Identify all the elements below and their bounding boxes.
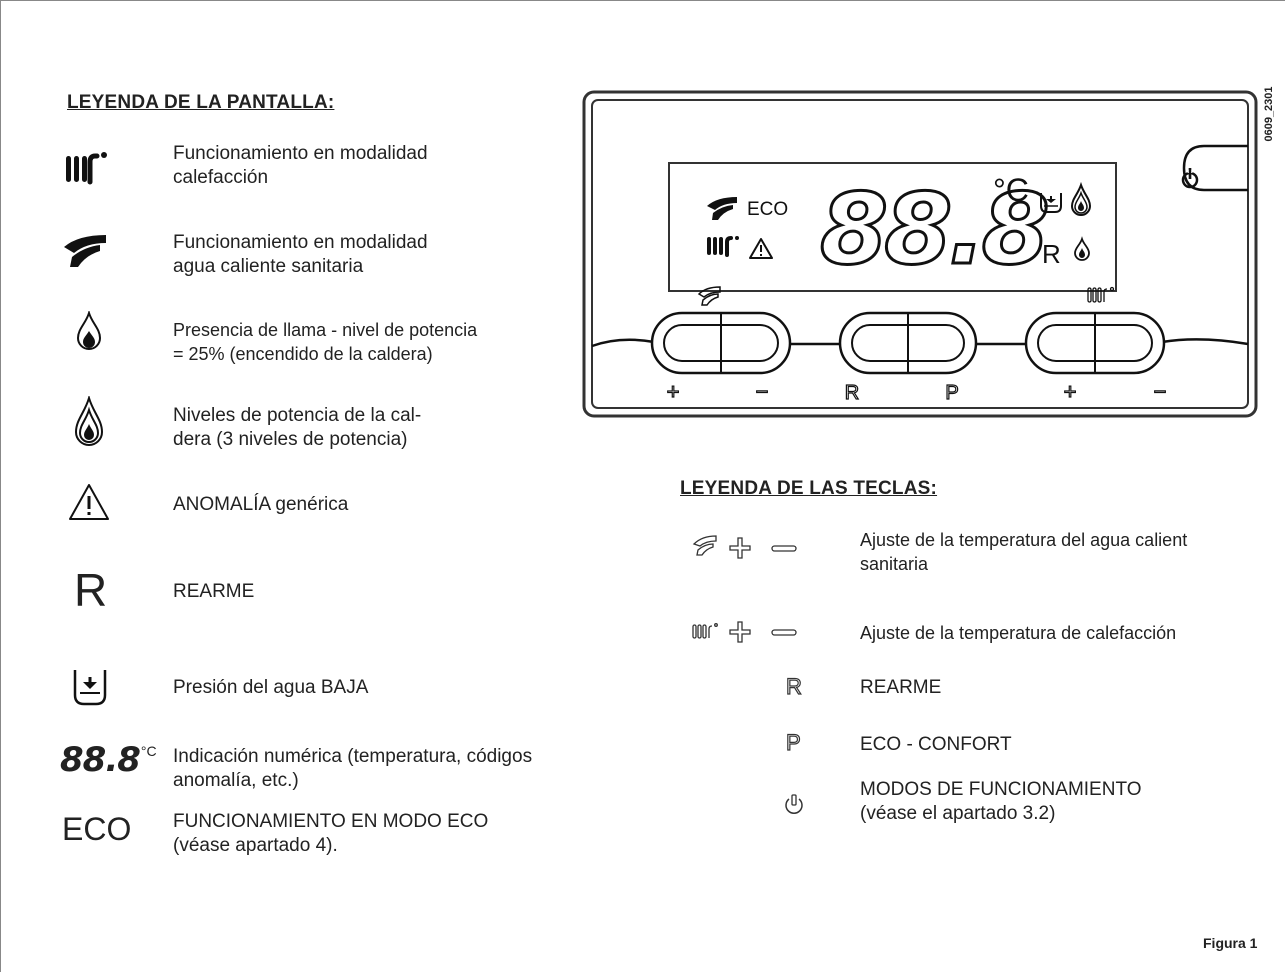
keys-text-modes: MODOS DE FUNCIONAMIENTO (véase el aparta… <box>860 779 1142 824</box>
power-icon <box>785 794 803 814</box>
legend-text-heating: Funcionamiento en modalidad calefacción <box>173 143 428 188</box>
control-panel-illustration: ECO 88.8 °C R <box>582 90 1258 418</box>
panel-curve-left <box>591 338 655 348</box>
legend-text-anomaly: ANOMALÍA genérica <box>173 494 349 515</box>
lcd-flame-small-icon <box>1074 236 1090 261</box>
warning-icon <box>69 484 109 520</box>
lcd-radiator-icon <box>707 236 739 257</box>
keys-text-dhw: Ajuste de la temperatura del agua calien… <box>860 530 1188 574</box>
legend-text-flame-levels: Niveles de potencia de la cal- dera (3 n… <box>173 405 422 450</box>
radiator-plus-minus-icon <box>692 621 797 643</box>
segment-digits-icon: 88.8 °C <box>60 740 157 780</box>
lcd-flame-levels-icon <box>1070 181 1092 216</box>
legend-text-water-pressure: Presión del agua BAJA <box>173 677 369 698</box>
radiator-icon <box>66 152 107 185</box>
radiator-outline-icon <box>1087 286 1115 303</box>
lcd-water-pressure-icon <box>1040 193 1062 213</box>
lcd-warning-icon <box>749 238 773 259</box>
label-heat-plus: + <box>1064 379 1077 404</box>
label-heat-minus: − <box>1154 379 1167 404</box>
reset-r-icon: R <box>74 564 108 616</box>
button-heating[interactable] <box>1024 311 1166 375</box>
figure-caption: Figura 1 <box>1203 935 1258 951</box>
lcd-digits: 88.8 <box>820 173 1047 287</box>
keys-text-reset: REARME <box>860 677 942 698</box>
tap-outline-icon <box>697 286 721 306</box>
keys-legend-heading: LEYENDA DE LAS TECLAS: <box>680 478 938 499</box>
panel-inner-frame <box>591 99 1249 409</box>
legend-text-reset: REARME <box>173 581 255 602</box>
label-dhw-minus: − <box>756 379 769 404</box>
panel-curve-right <box>1161 338 1249 346</box>
keys-text-eco-comfort: ECO - CONFORT <box>860 734 1012 755</box>
button-reset-eco[interactable] <box>838 311 978 375</box>
legend-text-numeric: Indicación numérica (temperatura, código… <box>173 746 533 791</box>
water-pressure-icon <box>73 670 107 706</box>
eco-icon: ECO <box>62 811 132 847</box>
p-key-icon: P <box>785 729 801 755</box>
label-dhw-plus: + <box>667 379 680 404</box>
lcd-unit: °C <box>993 172 1029 208</box>
flame-levels-icon <box>74 396 104 446</box>
lcd-tap-icon <box>707 197 737 220</box>
legend-text-dhw: Funcionamiento en modalidad agua calient… <box>173 232 428 277</box>
tap-icon <box>64 235 106 267</box>
figure-code: 0609_2301 <box>1263 86 1275 142</box>
label-reset: R <box>845 382 859 404</box>
lcd-eco-text: ECO <box>747 199 788 220</box>
flame-small-icon <box>76 311 102 350</box>
legend-text-eco: FUNCIONAMIENTO EN MODO ECO (véase aparta… <box>173 811 489 856</box>
r-key-icon: R <box>785 673 802 699</box>
keys-text-heating: Ajuste de la temperatura de calefacción <box>860 623 1177 643</box>
legend-text-flame: Presencia de llama - nivel de potencia =… <box>173 320 478 364</box>
tap-plus-minus-icon <box>692 535 797 559</box>
lcd-reset-r: R <box>1042 239 1061 269</box>
lcd-display <box>668 162 1117 292</box>
label-eco-comfort: P <box>945 382 958 404</box>
display-legend-heading: LEYENDA DE LA PANTALLA: <box>67 92 335 113</box>
power-button-outline <box>1182 144 1248 192</box>
button-dhw[interactable] <box>650 311 792 375</box>
